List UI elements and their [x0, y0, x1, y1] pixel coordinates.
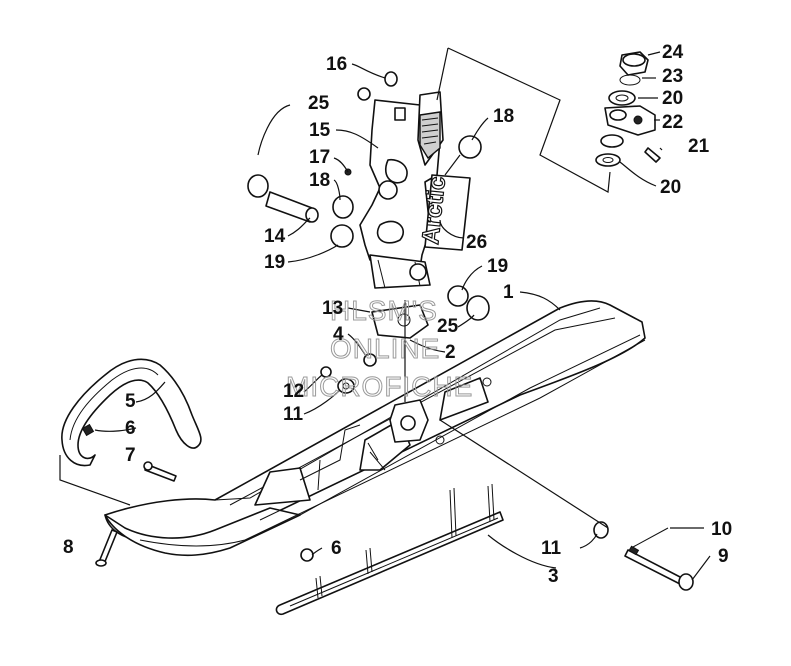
callout-26: 26	[466, 232, 487, 253]
callout-11-right: 11	[541, 538, 562, 559]
callout-18-left: 18	[309, 170, 330, 191]
callout-21: 21	[688, 136, 710, 157]
watermark: HLSM'S ONLINE MICROFICHE	[286, 295, 473, 403]
callout-20-upper: 20	[662, 88, 683, 109]
callout-14: 14	[264, 226, 286, 247]
callout-19-left: 19	[264, 252, 285, 273]
spindle	[359, 91, 444, 289]
callout-8: 8	[63, 537, 74, 558]
callout-9: 9	[718, 546, 729, 567]
callout-24: 24	[662, 42, 684, 63]
fasteners	[95, 461, 694, 591]
callout-1: 1	[503, 282, 514, 303]
callout-10: 10	[711, 519, 732, 540]
callout-20-lower: 20	[660, 177, 681, 198]
callout-16: 16	[326, 54, 347, 75]
steering-arm-group	[595, 51, 661, 167]
callout-11-left: 11	[283, 404, 304, 425]
callout-7: 7	[125, 445, 136, 466]
callout-25-left: 25	[308, 93, 330, 114]
callout-23: 23	[662, 66, 683, 87]
watermark-line-2: ONLINE	[330, 333, 440, 364]
callout-4: 4	[333, 324, 344, 345]
callout-6-lower: 6	[331, 538, 342, 559]
callout-2: 2	[445, 342, 456, 363]
callout-18-right: 18	[493, 106, 514, 127]
ski-loop-handle	[61, 358, 202, 467]
watermark-line-3: MICROFICHE	[286, 371, 473, 402]
arctic-cat-decal: Arctic	[417, 174, 471, 251]
callout-13: 13	[322, 298, 343, 319]
ski-body	[104, 300, 646, 557]
callout-25-right: 25	[437, 316, 459, 337]
callout-labels: 1 2 3 4 5 6 6 7 8 9 10 11 11 12 13 14 15…	[63, 42, 732, 587]
leader-lines	[59, 47, 711, 581]
callout-12: 12	[283, 381, 304, 402]
callout-6-upper: 6	[125, 418, 136, 439]
callout-3: 3	[548, 566, 559, 587]
callout-17: 17	[309, 147, 330, 168]
carbide-runner	[275, 483, 504, 616]
callout-22: 22	[662, 112, 683, 133]
callout-19-right: 19	[487, 256, 508, 277]
callout-15: 15	[309, 120, 331, 141]
callout-5: 5	[125, 391, 136, 412]
watermark-line-1: HLSM'S	[330, 295, 438, 326]
